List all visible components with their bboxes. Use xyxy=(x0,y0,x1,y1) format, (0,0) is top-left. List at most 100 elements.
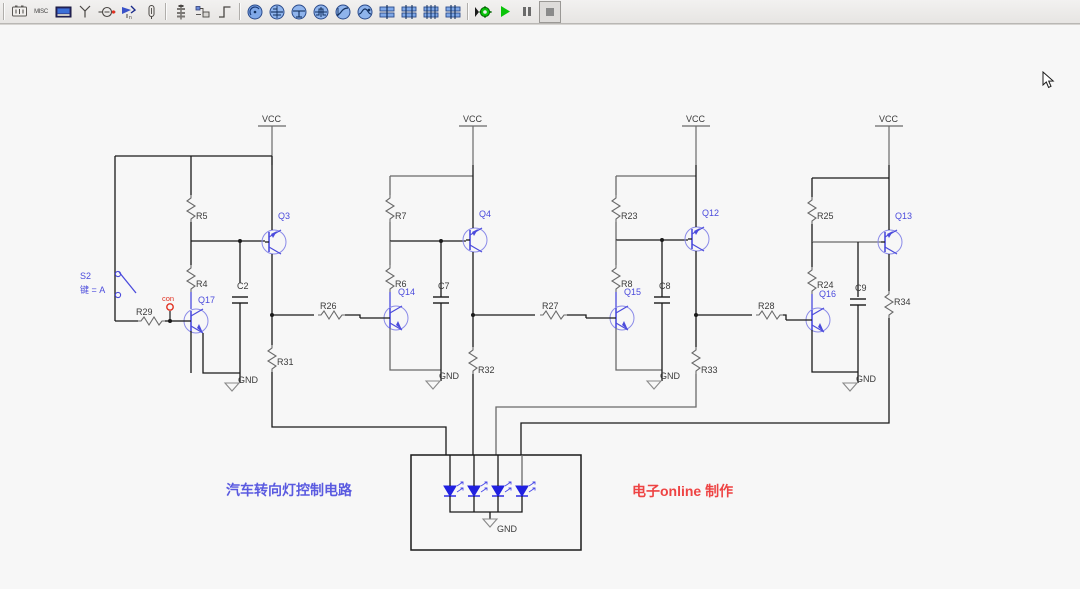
resistor-R27[interactable] xyxy=(539,310,568,320)
capacitor-C9[interactable] xyxy=(850,298,866,306)
label-Q15: Q15 xyxy=(624,287,641,297)
label-R25: R25 xyxy=(817,211,834,221)
label-R34: R34 xyxy=(894,297,911,307)
svg-text:n: n xyxy=(129,15,132,20)
gnd-label-1: GND xyxy=(238,375,259,385)
resistor-R24[interactable] xyxy=(807,266,817,295)
wire-stage3-out xyxy=(495,374,697,455)
logic-converter-icon[interactable] xyxy=(421,2,441,22)
led-3[interactable] xyxy=(491,481,512,497)
label-C8: C8 xyxy=(659,281,671,291)
resistor-R29[interactable] xyxy=(137,316,166,326)
connector-icon[interactable] xyxy=(141,2,161,22)
transistor-Q15[interactable] xyxy=(586,305,635,331)
transistor-Q3[interactable] xyxy=(261,229,287,255)
toolbar-divider-2 xyxy=(165,3,167,20)
display-icon[interactable] xyxy=(53,2,73,22)
capacitor-C2[interactable] xyxy=(232,296,248,304)
step-icon[interactable] xyxy=(215,2,235,22)
wire-led-cathode-bus xyxy=(449,496,523,513)
gnd-label-5: GND xyxy=(497,524,518,534)
switch-S2[interactable] xyxy=(114,270,137,299)
pause-icon[interactable] xyxy=(517,2,537,22)
logic-analyzer-icon[interactable] xyxy=(399,2,419,22)
resistor-R23[interactable] xyxy=(611,194,621,223)
led-4[interactable] xyxy=(515,481,536,497)
resistor-R6[interactable] xyxy=(385,264,395,293)
vcc-label-1: VCC xyxy=(262,114,282,124)
resistor-R26[interactable] xyxy=(317,310,346,320)
main-toolbar: MISC xyxy=(0,0,1080,24)
vcc-symbol-2 xyxy=(459,125,487,165)
meter-round-icon[interactable] xyxy=(245,2,265,22)
capacitor-C7[interactable] xyxy=(433,296,449,304)
label-R7: R7 xyxy=(395,211,407,221)
wire-q15-emitter xyxy=(615,328,662,371)
ground-symbol-5 xyxy=(482,518,498,528)
relay-icon[interactable] xyxy=(97,2,117,22)
bode-icon[interactable] xyxy=(333,2,353,22)
label-R33: R33 xyxy=(701,365,718,375)
freq-counter-icon[interactable] xyxy=(355,2,375,22)
label-Q16: Q16 xyxy=(819,289,836,299)
battery-icon[interactable] xyxy=(9,2,29,22)
junction-dot xyxy=(660,238,664,242)
label-con: con xyxy=(162,294,174,303)
transistor-Q14[interactable] xyxy=(360,305,409,331)
bus-icon[interactable] xyxy=(193,2,213,22)
label-R29: R29 xyxy=(136,307,153,317)
label-R5: R5 xyxy=(196,211,208,221)
node-marker-con[interactable] xyxy=(166,303,174,323)
label-Q17: Q17 xyxy=(198,295,215,305)
distortion-icon[interactable] xyxy=(443,2,463,22)
stop-icon[interactable] xyxy=(539,0,561,23)
schematic-canvas[interactable]: VCC R5 R4 Q17 C2 GND S2 键 = A xyxy=(0,24,1080,589)
resistor-R5[interactable] xyxy=(186,194,196,223)
resistor-R25[interactable] xyxy=(807,196,817,225)
label-R32: R32 xyxy=(478,365,495,375)
transistor-Q17[interactable] xyxy=(176,308,209,334)
play-icon[interactable] xyxy=(495,2,515,22)
resistor-R4[interactable] xyxy=(186,264,196,293)
gear-run-icon[interactable] xyxy=(473,2,493,22)
mcu-icon[interactable]: n xyxy=(119,2,139,22)
lamp-box[interactable] xyxy=(410,454,582,551)
led-1[interactable] xyxy=(443,481,464,497)
scope-icon[interactable] xyxy=(311,2,331,22)
wordgen-icon[interactable] xyxy=(377,2,397,22)
wattmeter-icon[interactable] xyxy=(289,2,309,22)
transistor-Q12[interactable] xyxy=(684,226,710,252)
junction-dot xyxy=(471,313,475,317)
resistor-R31[interactable] xyxy=(267,344,277,373)
label-Q13: Q13 xyxy=(895,211,912,221)
capacitor-C8[interactable] xyxy=(654,296,670,304)
funcgen-icon[interactable] xyxy=(267,2,287,22)
ground-symbol-2 xyxy=(425,380,441,390)
resistor-R7[interactable] xyxy=(385,194,395,223)
transistor-Q4[interactable] xyxy=(462,227,488,253)
transistor-Q13[interactable] xyxy=(877,229,903,255)
label-C2: C2 xyxy=(237,281,249,291)
led-2[interactable] xyxy=(467,481,488,497)
label-R8: R8 xyxy=(621,279,633,289)
wire-q17-emitter xyxy=(202,333,240,374)
label-R6: R6 xyxy=(395,279,407,289)
resistor-R33[interactable] xyxy=(691,346,701,375)
wire-q14-emitter xyxy=(389,328,441,371)
toolbar-group-analysis xyxy=(244,0,464,23)
toolbar-divider-4 xyxy=(467,3,469,20)
resistor-R28[interactable] xyxy=(755,310,784,320)
label-Q14: Q14 xyxy=(398,287,415,297)
ground-symbol-3 xyxy=(646,380,662,390)
gnd-label-3: GND xyxy=(660,371,681,381)
resistor-R34[interactable] xyxy=(884,290,894,319)
label-C9: C9 xyxy=(855,283,867,293)
resistor-R8[interactable] xyxy=(611,264,621,293)
label-Q4: Q4 xyxy=(479,209,491,219)
misc-icon[interactable]: MISC xyxy=(31,2,51,22)
antenna-icon[interactable] xyxy=(75,2,95,22)
wire-r26-right xyxy=(345,314,361,318)
resistor-R32[interactable] xyxy=(468,346,478,375)
hierarchy-icon[interactable] xyxy=(171,2,191,22)
transistor-Q16[interactable] xyxy=(786,307,831,333)
